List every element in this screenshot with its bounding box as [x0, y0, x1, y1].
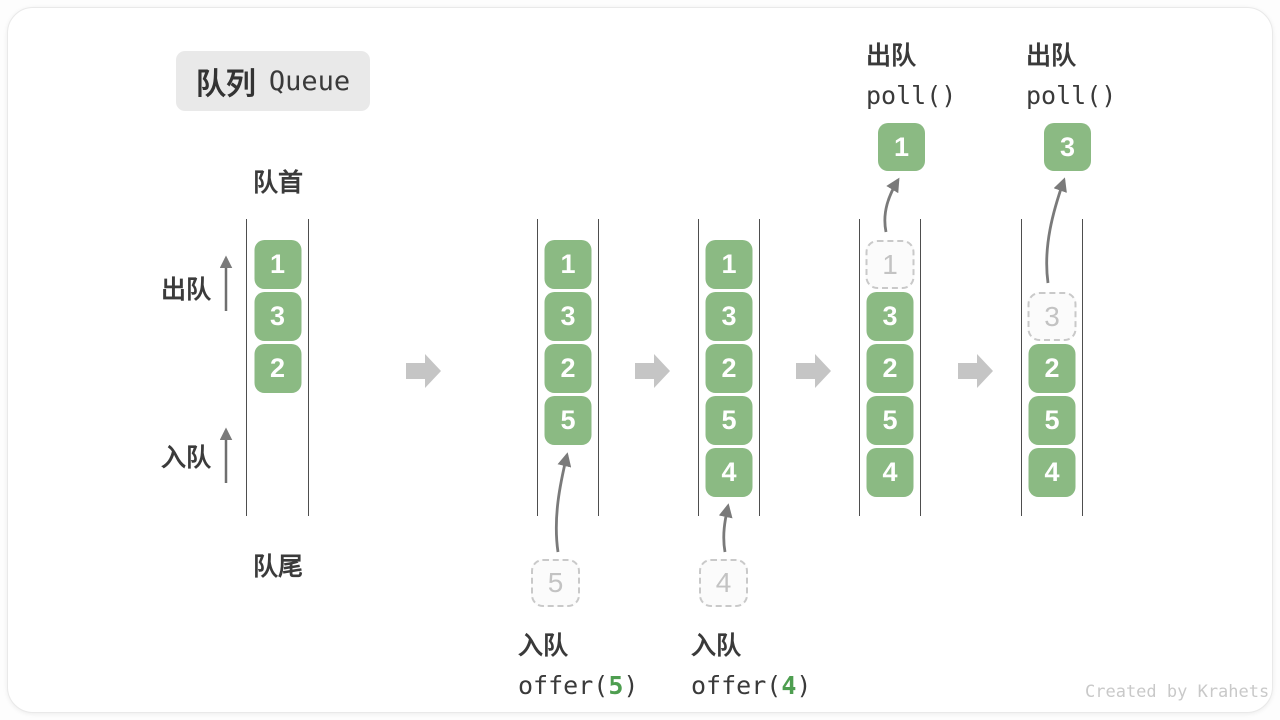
code-fn: offer( — [691, 671, 782, 700]
op-title: 入队 — [691, 632, 742, 660]
diagram-card: 队列 Queue 队首 队尾 出队 入队 1 3 2 1 3 2 5 1 3 2… — [7, 7, 1273, 713]
queue-state-5: 3 2 5 4 — [1021, 219, 1083, 516]
queue-cell: 2 — [705, 344, 753, 393]
queue-cell: 5 — [1028, 396, 1076, 445]
polled-value-box: 1 — [878, 123, 925, 171]
queue-cell: 3 — [705, 292, 753, 341]
op-enqueue-5: 入队 offer(5) — [518, 626, 638, 700]
queue-cell-removed: 3 — [1027, 292, 1077, 341]
staging-value-box: 5 — [531, 559, 580, 607]
queue-state-4: 1 3 2 5 4 — [859, 219, 921, 516]
queue-cell: 1 — [254, 240, 301, 289]
queue-cell: 4 — [705, 448, 753, 497]
queue-cell: 1 — [544, 240, 592, 289]
step-arrow-icon — [958, 354, 993, 388]
code-arg: 4 — [781, 671, 797, 700]
step-arrow-icon — [796, 354, 831, 388]
step-arrow-icon — [635, 354, 670, 388]
op-code: poll() — [866, 81, 957, 110]
queue-cell: 4 — [866, 448, 914, 497]
label-queue-rear: 队尾 — [253, 553, 304, 581]
title-zh: 队列 — [195, 68, 256, 101]
watermark-credit: Created by Krahets — [1085, 682, 1270, 702]
op-code: offer(4) — [691, 671, 811, 700]
op-code: offer(5) — [518, 671, 638, 700]
queue-cell: 2 — [544, 344, 592, 393]
label-enqueue-side: 入队 — [161, 444, 212, 472]
queue-state-3: 1 3 2 5 4 — [698, 219, 760, 516]
queue-cell: 5 — [544, 396, 592, 445]
title-badge: 队列 Queue — [176, 51, 370, 111]
op-title: 出队 — [1026, 42, 1077, 70]
queue-cell: 2 — [254, 344, 301, 393]
code-close: ) — [796, 671, 812, 700]
queue-state-1: 1 3 2 — [246, 219, 309, 516]
code-fn: offer( — [518, 671, 609, 700]
title-en: Queue — [268, 65, 351, 97]
polled-value-box: 3 — [1044, 123, 1091, 171]
queue-cell: 4 — [1028, 448, 1076, 497]
queue-cell: 3 — [544, 292, 592, 341]
staging-value-box: 4 — [699, 559, 748, 607]
op-enqueue-4: 入队 offer(4) — [691, 626, 811, 700]
op-title: 出队 — [866, 42, 917, 70]
queue-cell: 2 — [866, 344, 914, 393]
op-poll-first: 出队 poll() — [866, 36, 956, 110]
step-arrow-icon — [406, 354, 441, 388]
queue-cell: 5 — [705, 396, 753, 445]
label-queue-front: 队首 — [253, 169, 304, 197]
op-code: poll() — [1026, 81, 1117, 110]
queue-cell: 2 — [1028, 344, 1076, 393]
queue-cell: 5 — [866, 396, 914, 445]
label-dequeue-side: 出队 — [161, 276, 212, 304]
queue-cell: 1 — [705, 240, 753, 289]
code-arg: 5 — [608, 671, 624, 700]
op-poll-second: 出队 poll() — [1026, 36, 1116, 110]
queue-cell: 3 — [866, 292, 914, 341]
op-title: 入队 — [518, 632, 569, 660]
queue-cell: 3 — [254, 292, 301, 341]
code-close: ) — [623, 671, 639, 700]
queue-state-2: 1 3 2 5 — [537, 219, 599, 516]
queue-cell-removed: 1 — [865, 240, 915, 289]
